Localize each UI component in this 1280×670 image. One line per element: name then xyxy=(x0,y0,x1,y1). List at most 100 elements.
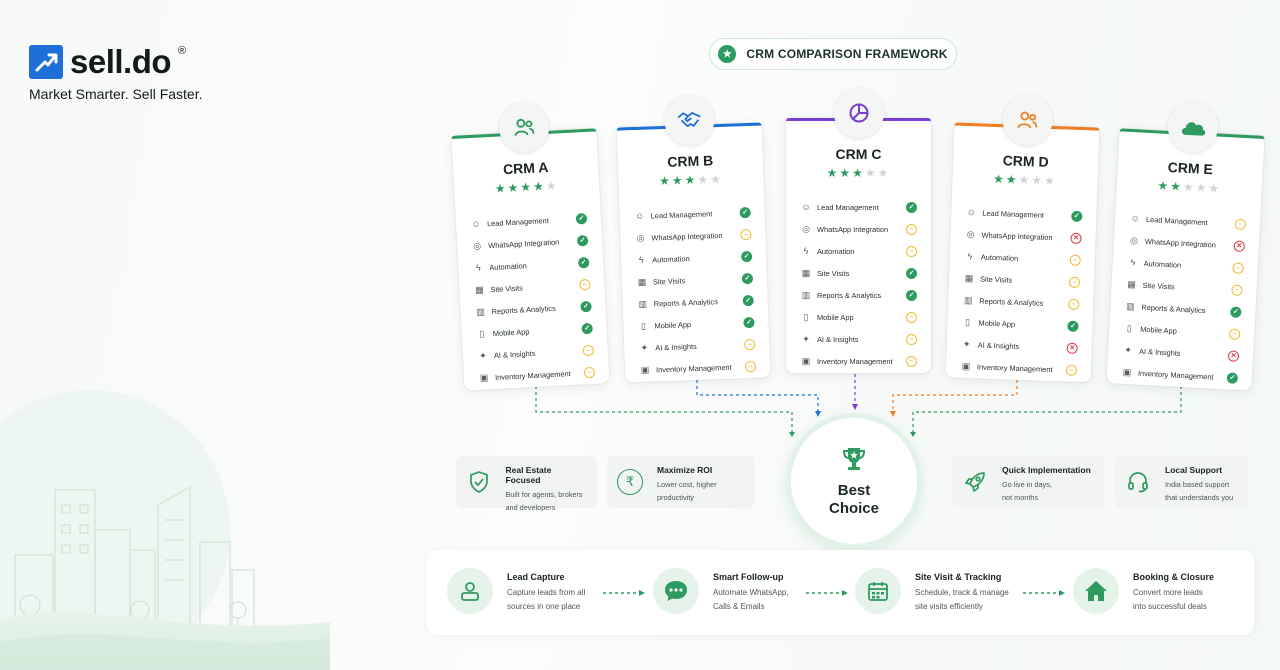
benefit-title: Maximize ROI xyxy=(657,465,713,475)
feature-label: AI & Insights xyxy=(977,339,1020,351)
crm-card-e[interactable]: CRM E ★★★★★ ☺Lead Management–◎WhatsApp I… xyxy=(1106,100,1265,391)
step-title: Smart Follow-up xyxy=(713,572,784,582)
check-icon: ✓ xyxy=(741,272,754,284)
feature-label: Reports & Analytics xyxy=(979,296,1044,308)
feature-row: ▣Inventory Management✓ xyxy=(1120,361,1239,389)
benefit-desc: and developers xyxy=(505,503,556,512)
star-filled-icon: ★ xyxy=(494,181,508,196)
feature-label: Lead Management xyxy=(650,208,713,220)
star-empty-icon: ★ xyxy=(864,166,878,180)
feature-row: ▥Reports & Analytics✓ xyxy=(800,284,917,306)
benefit-desc: that understands you xyxy=(1165,493,1234,502)
brand-logo[interactable]: sell.do ® xyxy=(29,43,186,81)
phone-icon: ▯ xyxy=(964,316,971,327)
box-icon: ▣ xyxy=(479,371,489,383)
partial-icon: – xyxy=(906,355,917,367)
box-icon: ▣ xyxy=(961,360,971,371)
benefit-desc: India based support xyxy=(1165,480,1230,489)
pie-chart-icon xyxy=(833,88,884,138)
feature-label: WhatsApp Integration xyxy=(817,224,889,234)
user-icon: ☺ xyxy=(966,207,977,218)
feature-label: Lead Management xyxy=(982,208,1045,220)
sparkle-icon: ✦ xyxy=(802,333,810,344)
bolt-icon: ϟ xyxy=(1130,257,1136,268)
step-desc: into successful deals xyxy=(1133,602,1207,611)
partial-icon: – xyxy=(1068,276,1081,288)
crm-name: CRM D xyxy=(1002,152,1049,170)
best-choice-line1: Best xyxy=(837,481,871,499)
bar-chart-icon: ▥ xyxy=(963,294,973,305)
partial-icon: – xyxy=(579,278,591,290)
feature-list: ☺Lead Management–◎WhatsApp Integration✕ϟ… xyxy=(1120,207,1247,389)
crm-card-a[interactable]: CRM A ★★★★★ ☺Lead Management✓◎WhatsApp I… xyxy=(451,100,610,391)
cross-icon: ✕ xyxy=(1233,240,1246,252)
star-empty-icon: ★ xyxy=(1195,180,1209,196)
star-empty-icon: ★ xyxy=(1182,179,1197,195)
benefit-desc: Go live in days, xyxy=(1002,480,1052,489)
users-icon xyxy=(497,100,550,154)
check-icon: ✓ xyxy=(742,294,754,306)
crm-card-d[interactable]: CRM D ★★★★★ ☺Lead Management✓◎WhatsApp I… xyxy=(945,94,1100,383)
cross-icon: ✕ xyxy=(1070,232,1082,244)
whatsapp-icon: ◎ xyxy=(1129,234,1139,245)
feature-list: ☺Lead Management✓◎WhatsApp Integration✕ϟ… xyxy=(960,201,1083,381)
step-desc: sources in one place xyxy=(507,602,581,611)
feature-list: ☺Lead Management✓◎WhatsApp Integration–ϟ… xyxy=(633,201,757,381)
bar-chart-icon: ▥ xyxy=(1125,300,1136,311)
bar-chart-icon: ▥ xyxy=(638,298,648,309)
feature-label: Automation xyxy=(652,253,690,264)
feature-label: Inventory Management xyxy=(494,368,571,382)
partial-icon: – xyxy=(1069,254,1081,266)
box-icon: ▣ xyxy=(1122,366,1132,377)
star-filled-icon: ★ xyxy=(852,166,865,180)
feature-label: Site Visits xyxy=(817,268,850,278)
feature-row: ▦Site Visits✓ xyxy=(800,262,917,284)
feature-label: AI & Insights xyxy=(1138,346,1181,358)
feature-label: AI & Insights xyxy=(493,348,536,360)
check-icon: ✓ xyxy=(581,322,593,334)
step-desc: Calls & Emails xyxy=(713,602,765,611)
calendar-icon xyxy=(855,568,901,614)
crm-card-b[interactable]: CRM B ★★★★★ ☺Lead Management✓◎WhatsApp I… xyxy=(616,94,771,383)
registered-mark: ® xyxy=(178,45,187,57)
check-icon: ✓ xyxy=(906,201,917,213)
check-icon: ✓ xyxy=(576,234,589,247)
headset-icon xyxy=(1125,469,1151,495)
phone-icon: ▯ xyxy=(1126,322,1133,333)
rocket-icon xyxy=(962,469,988,495)
sparkle-icon: ✦ xyxy=(962,338,971,349)
feature-label: Mobile App xyxy=(1140,324,1178,336)
feature-label: Inventory Management xyxy=(976,361,1053,374)
crm-name: CRM B xyxy=(667,152,714,170)
feature-label: AI & Insights xyxy=(817,334,859,344)
bar-chart-icon: ▥ xyxy=(801,289,811,300)
crm-card-c[interactable]: CRM C ★★★★★ ☺Lead Management✓◎WhatsApp I… xyxy=(786,88,931,373)
feature-label: WhatsApp Integration xyxy=(1144,236,1217,250)
arrow-right-icon xyxy=(1023,590,1065,596)
step-title: Lead Capture xyxy=(507,572,565,582)
home-icon xyxy=(1073,568,1119,614)
partial-icon: – xyxy=(1068,298,1080,310)
partial-icon: – xyxy=(1231,283,1243,296)
brand-tagline: Market Smarter. Sell Faster. xyxy=(29,86,203,102)
user-icon: ☺ xyxy=(1130,213,1140,224)
partial-icon: – xyxy=(906,311,917,323)
whatsapp-icon: ◎ xyxy=(472,240,482,251)
benefit-title: Local Support xyxy=(1165,465,1223,475)
calendar-icon: ▦ xyxy=(637,276,647,287)
feature-row: ◎WhatsApp Integration– xyxy=(800,218,917,240)
feature-label: Mobile App xyxy=(978,318,1016,329)
cross-icon: ✕ xyxy=(1227,349,1240,362)
star-empty-icon: ★ xyxy=(545,178,559,194)
arrow-right-icon xyxy=(806,590,848,596)
feature-label: Automation xyxy=(489,260,527,272)
partial-icon: – xyxy=(906,223,917,235)
star-filled-icon: ★ xyxy=(1157,178,1171,194)
check-icon: ✓ xyxy=(739,206,751,218)
feature-label: Reports & Analytics xyxy=(491,303,556,316)
benefit-title: Real Estate Focused xyxy=(505,465,552,485)
